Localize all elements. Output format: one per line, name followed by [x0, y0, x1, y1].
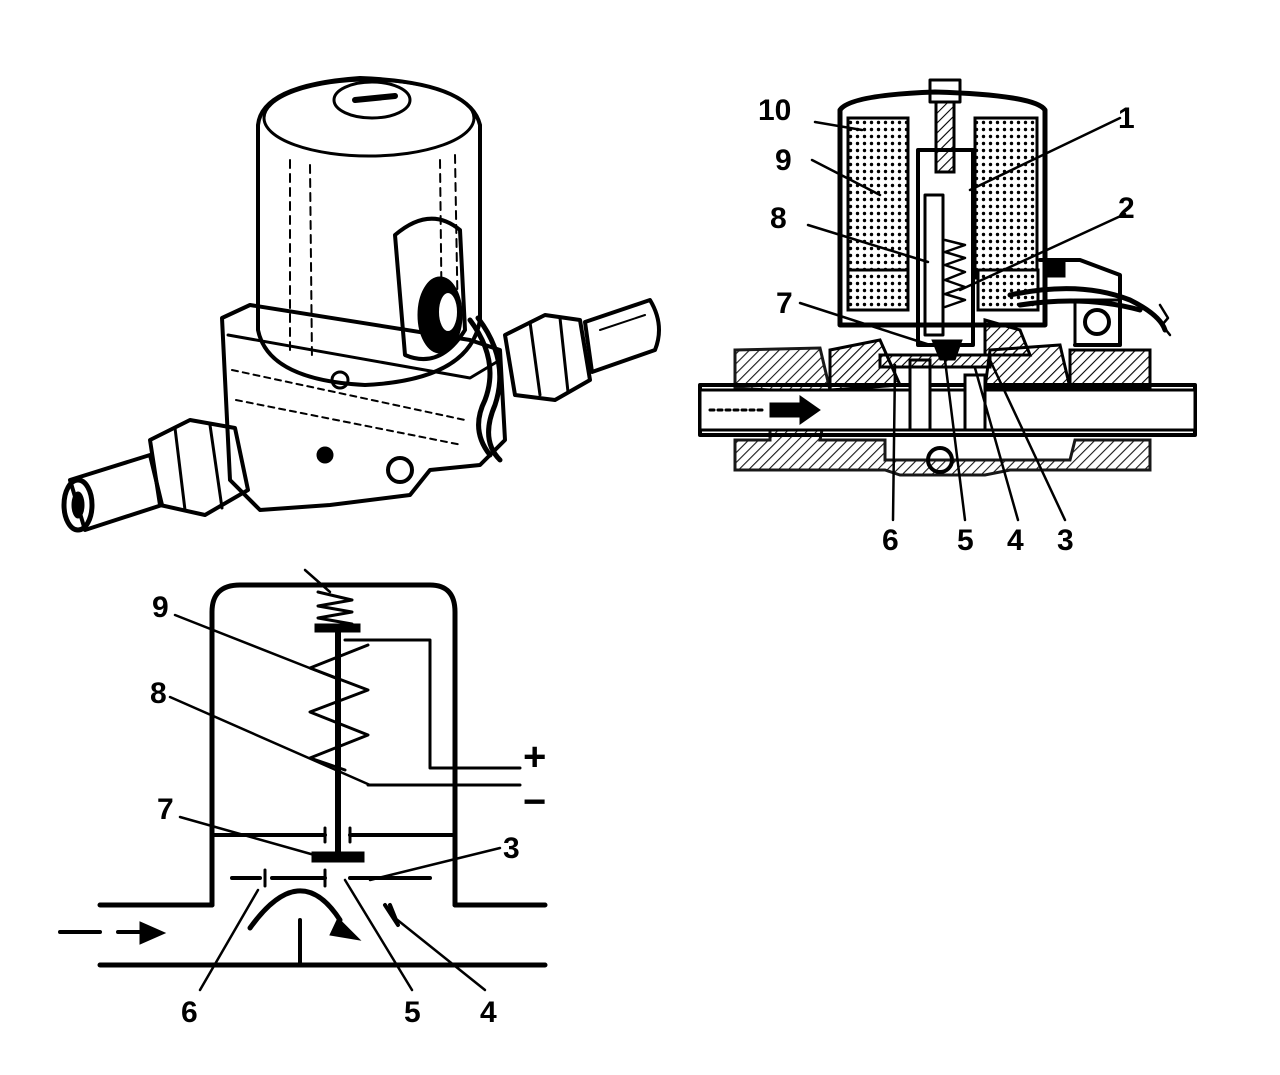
return-spring	[316, 590, 354, 626]
schematic-callout-8: 8	[150, 677, 167, 710]
schematic-callout-5: 5	[404, 996, 421, 1029]
terminal-plus-label: +	[523, 735, 546, 779]
right-nut	[503, 313, 592, 402]
flow-path	[247, 888, 343, 931]
schematic-housing	[209, 582, 458, 908]
schematic-callout-3: 3	[503, 832, 520, 865]
callout-6: 6	[882, 524, 899, 557]
positive-lead	[343, 638, 522, 770]
schematic-callout-4: 4	[480, 996, 497, 1029]
schematic-labels: 9 8 7 3 6 5 4 + −	[150, 591, 546, 1029]
cable	[467, 317, 493, 458]
schematic-callout-6: 6	[181, 996, 198, 1029]
body-hole	[926, 446, 954, 474]
cross-section-leaders	[798, 116, 1127, 522]
callout-5: 5	[957, 524, 974, 557]
callout-1: 1	[1118, 102, 1135, 135]
left-pipe	[68, 453, 164, 532]
schematic-callout-9: 9	[152, 591, 169, 624]
schematic-leaders	[168, 613, 502, 992]
cross-section-view	[698, 78, 1197, 477]
cross-section-labels: 10 9 8 7 1 2 6 5 4 3	[758, 94, 1135, 557]
schematic-callout-7: 7	[157, 793, 174, 826]
flow-arrow	[769, 395, 821, 425]
callout-3: 3	[1057, 524, 1074, 557]
exterior-view	[61, 76, 661, 533]
terminal-screw	[1083, 308, 1111, 336]
callout-4: 4	[1007, 524, 1024, 557]
callout-10: 10	[758, 94, 791, 127]
terminal-minus-label: −	[523, 780, 546, 824]
cable-boss	[393, 216, 467, 361]
callout-8: 8	[770, 202, 787, 235]
callout-9: 9	[775, 144, 792, 177]
armature-spring	[943, 238, 967, 309]
top-cap	[332, 80, 412, 120]
callout-7: 7	[776, 287, 793, 320]
mount-hole	[386, 456, 414, 484]
left-nut	[148, 418, 250, 517]
right-pipe	[583, 298, 661, 374]
schematic-view	[58, 568, 548, 968]
coil-can	[837, 89, 1048, 328]
callout-2: 2	[1118, 192, 1135, 225]
